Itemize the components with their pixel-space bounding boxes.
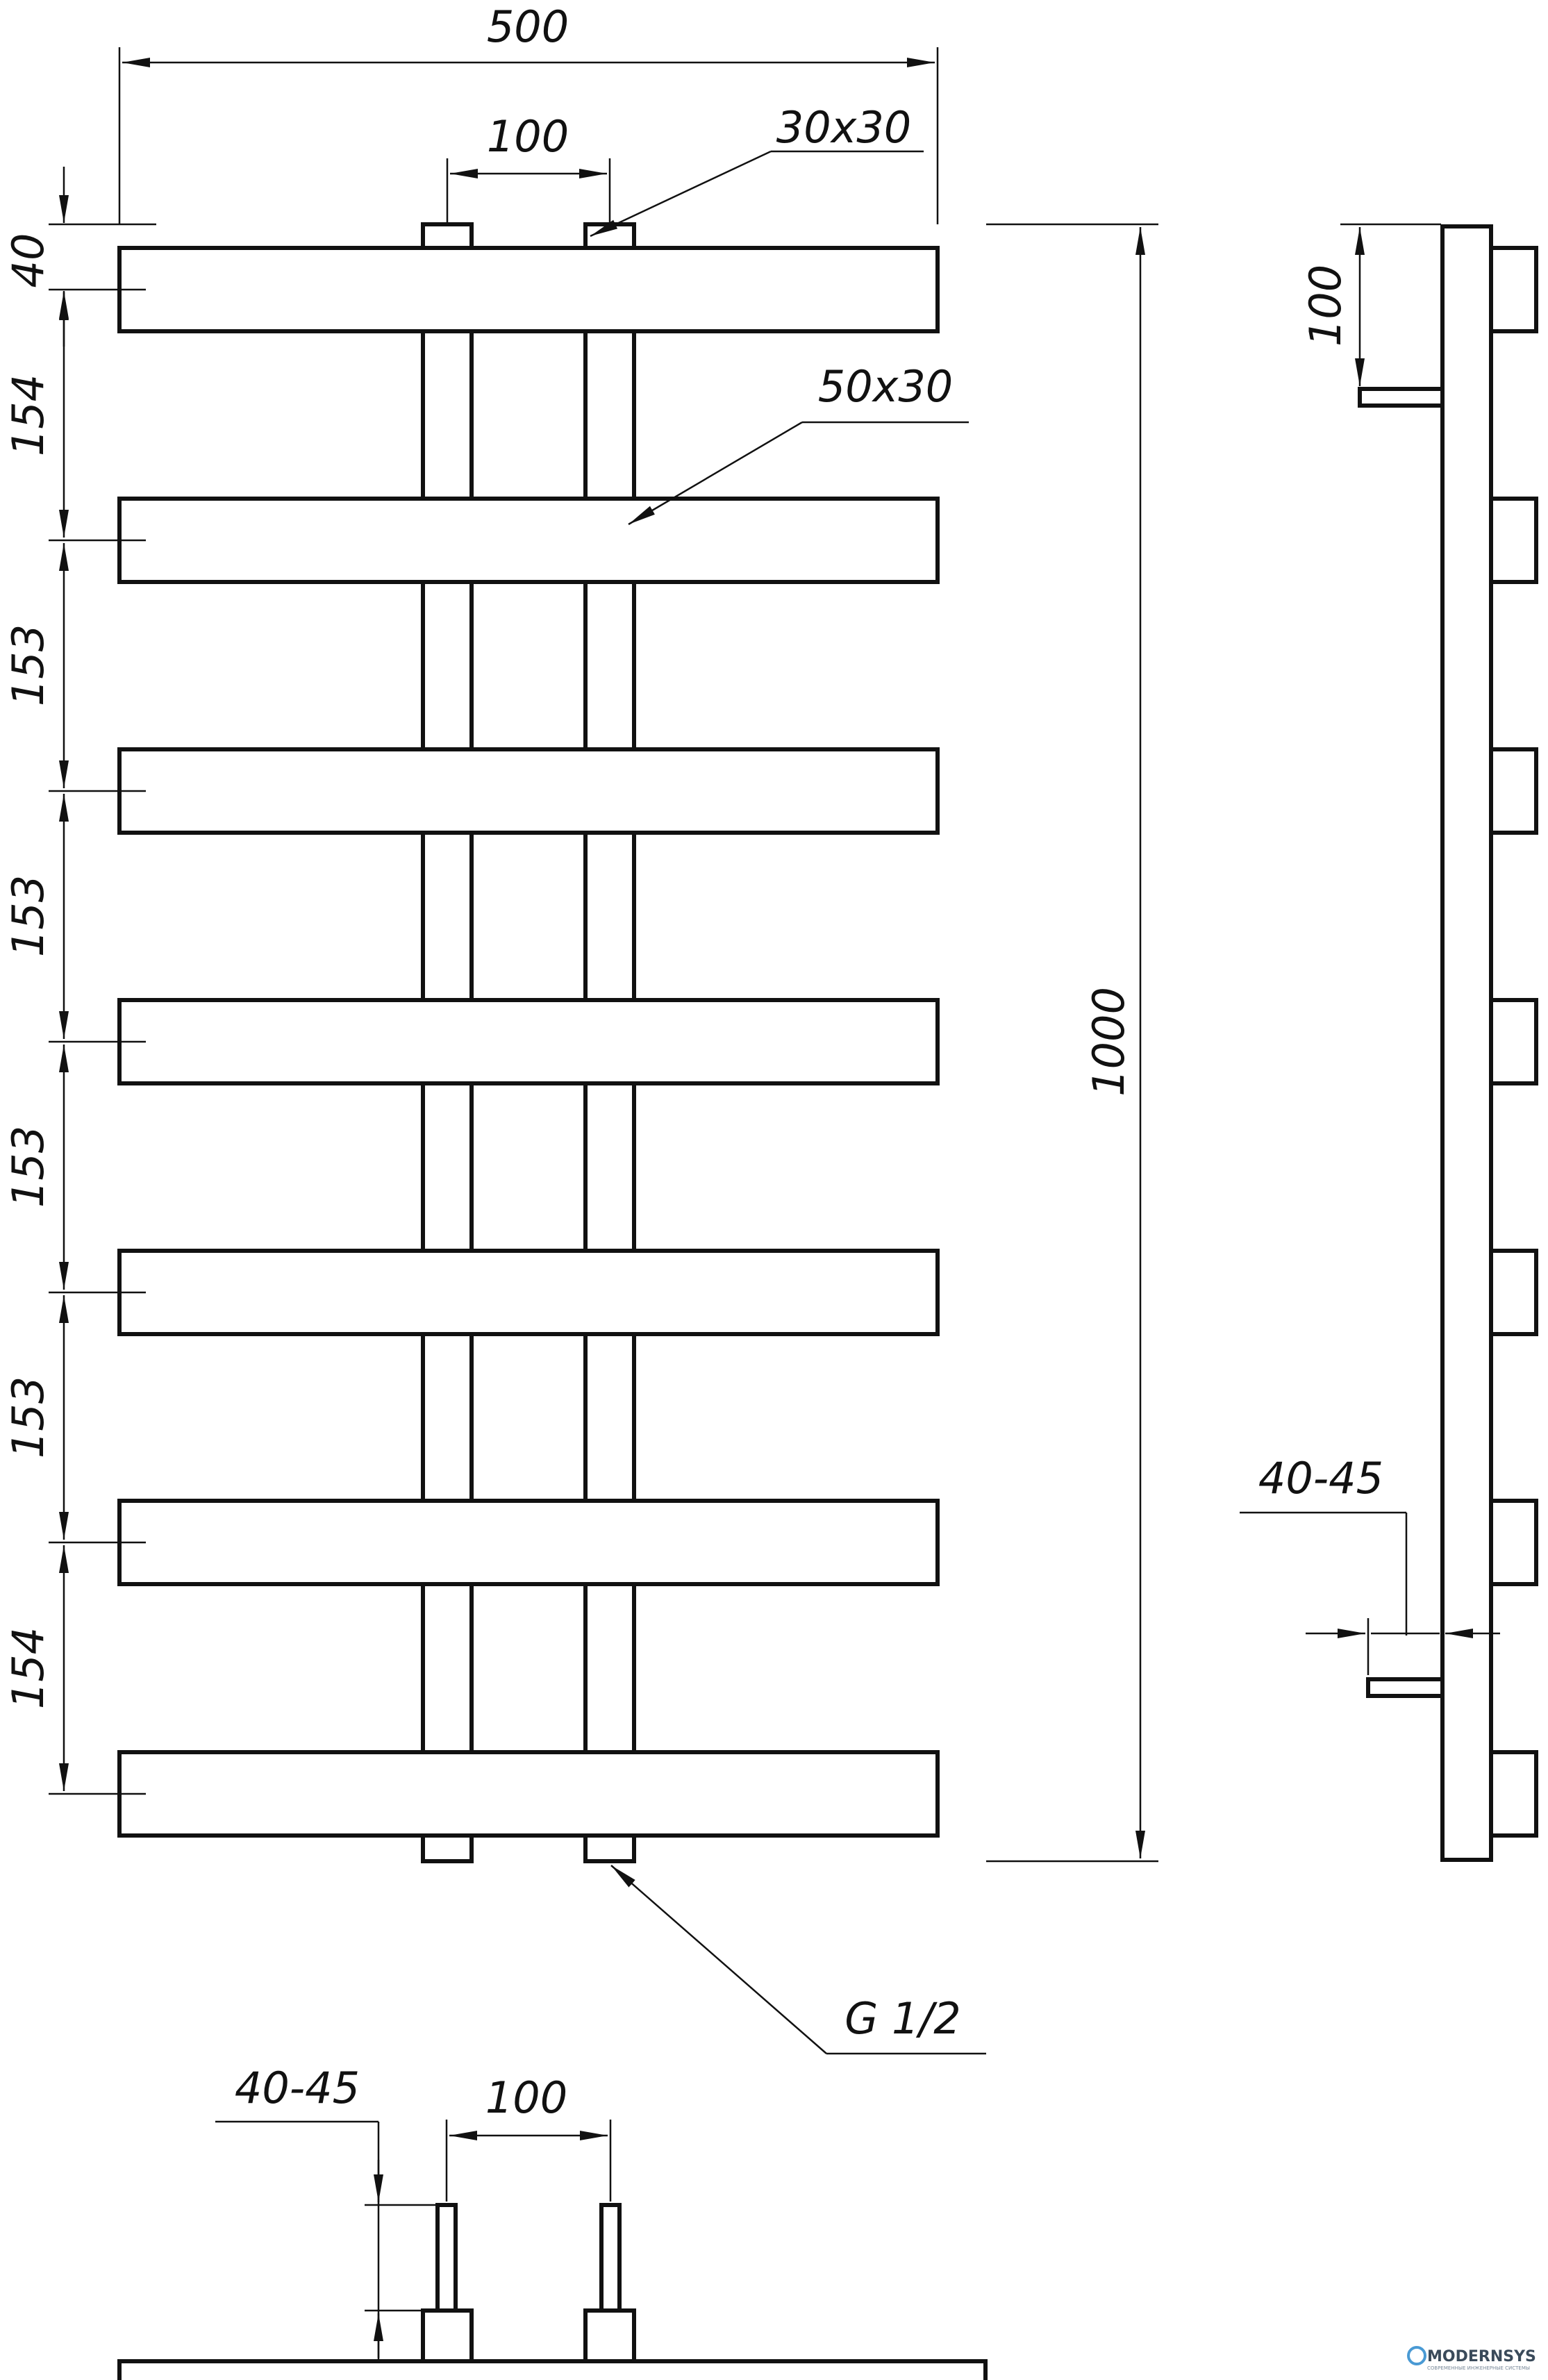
logo-tagline: СОВРЕМЕННЫЕ ИНЖЕНЕРНЫЕ СИСТЕМЫ: [1427, 2365, 1530, 2371]
bar-2: [117, 497, 940, 584]
bar-3: [117, 747, 940, 835]
dim-top-offset: 40: [3, 233, 53, 288]
side-top-bracket: [1358, 387, 1445, 408]
dim-bottom-wall-distance: 40-45: [235, 2063, 360, 2113]
side-bar-6: [1489, 1499, 1538, 1586]
dim-total-width: 500: [487, 1, 569, 52]
dim-spacing-4: 153: [3, 1126, 53, 1208]
dim-pipe-spacing: 100: [487, 111, 569, 162]
bottom-right-coupling: [583, 2308, 636, 2363]
front-view: 500 100 30x30 50x30: [3, 1, 1158, 2055]
left-dimension-chain: 40 154 153 153 153 153 154: [3, 167, 156, 1795]
side-bar-1: [1489, 246, 1538, 333]
bottom-right-pipe: [599, 2203, 622, 2313]
logo-mark-icon: [1407, 2346, 1426, 2365]
dim-spacing-3: 153: [3, 875, 53, 957]
dim-spacing-5: 153: [3, 1376, 53, 1458]
dim-side-wall-distance: 40-45: [1258, 1453, 1383, 1504]
bottom-bar: [117, 2359, 988, 2380]
bottom-left-pipe: [435, 2203, 458, 2313]
bar-7: [117, 1750, 940, 1838]
label-thread: G 1/2: [844, 1993, 961, 2044]
brand-logo: MODERNSYS СОВРЕМЕННЫЕ ИНЖЕНЕРНЫЕ СИСТЕМЫ: [1407, 2346, 1536, 2371]
bar-4: [117, 998, 940, 1085]
side-bar-4: [1489, 998, 1538, 1085]
side-collector: [1440, 224, 1493, 1862]
dim-spacing-2: 153: [3, 624, 53, 706]
logo-name: MODERNSYS: [1427, 2348, 1536, 2365]
side-bottom-bracket: [1366, 1677, 1445, 1698]
side-view: 100 40-45: [1240, 223, 1538, 1862]
bottom-left-coupling: [421, 2308, 474, 2363]
side-bar-5: [1489, 1249, 1538, 1336]
horizontal-bars: [117, 246, 940, 1838]
dim-side-top-offset: 100: [1300, 265, 1351, 347]
label-bar-size: 50x30: [818, 361, 953, 412]
side-bar-7: [1489, 1750, 1538, 1838]
dim-total-height: 1000: [1083, 987, 1134, 1097]
dim-bottom-pipe-spacing: 100: [485, 2072, 567, 2123]
bar-5: [117, 1249, 940, 1336]
side-bar-2: [1489, 497, 1538, 584]
dim-spacing-1: 154: [3, 374, 53, 456]
bar-6: [117, 1499, 940, 1586]
side-bar-3: [1489, 747, 1538, 835]
dim-spacing-6: 154: [3, 1627, 53, 1709]
bar-1: [117, 246, 940, 333]
label-inlet-size: 30x30: [776, 102, 911, 153]
bottom-view: 100 40-45: [117, 2063, 988, 2380]
